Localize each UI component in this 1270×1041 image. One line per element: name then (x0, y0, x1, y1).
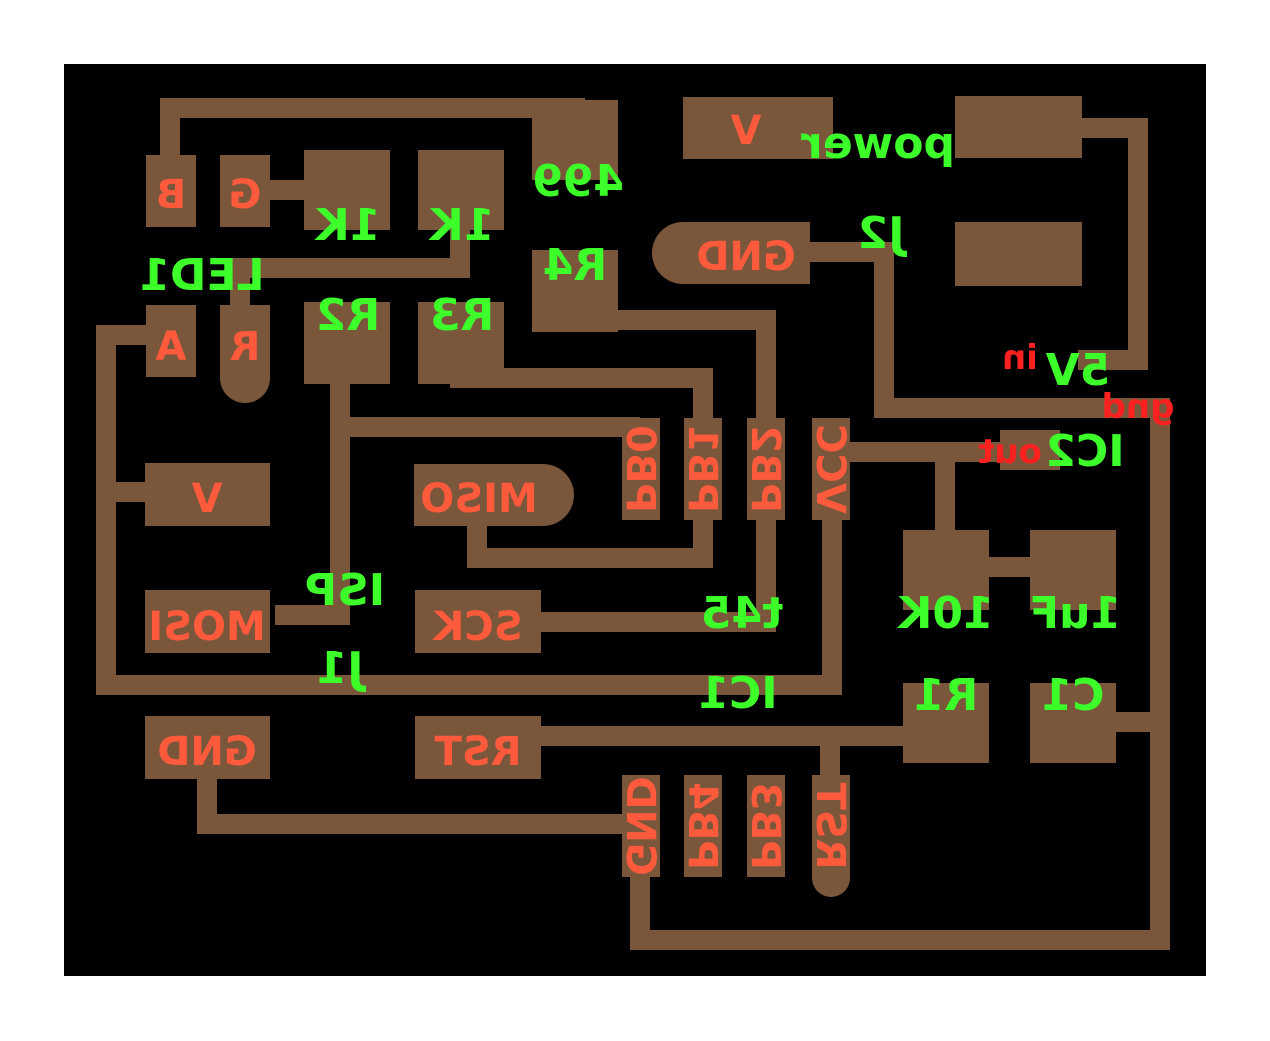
part-label-j2-name: J2 (858, 208, 908, 259)
trace-power-v-to-ic2 (1075, 118, 1148, 370)
pad-r2-top (304, 150, 390, 230)
part-label-r1-name: R1 (914, 670, 979, 721)
part-label-r3-value: 1K (428, 200, 495, 251)
pad-r3-bottom (418, 302, 504, 384)
traces (96, 98, 1170, 950)
trace-led-a-to-vcc (96, 325, 842, 695)
trace-pb2-to-sck (530, 515, 776, 632)
part-label-r4-name: R4 (543, 240, 608, 291)
pad-isp-miso (414, 464, 574, 526)
pad-led-r (220, 305, 270, 403)
trace-isp-gnd (197, 770, 630, 834)
pin-label-power-v: V (730, 108, 761, 154)
pin-label-isp-v: V (191, 476, 222, 522)
part-label-r2-value: 1K (314, 200, 381, 251)
pad-ic2-out (1000, 430, 1060, 470)
trace-r4-to-pb2 (575, 310, 776, 430)
pad-led-a (146, 305, 196, 377)
pin-labels: B G A R V MISO MOSI SCK GND RST V GND (148, 108, 796, 775)
pad-c1-bottom (1030, 683, 1116, 763)
part-label-ic1-value: t45 (701, 588, 783, 639)
part-label-r4-value: 499 (532, 156, 624, 207)
pin-label-led-g: G (229, 172, 262, 218)
pin-label-led-a: A (155, 324, 186, 370)
pin-label-isp-mosi: MOSI (148, 604, 266, 650)
part-label-led1: LED1 (139, 250, 264, 301)
pads (145, 96, 1116, 897)
trace-r2-to-pb0 (275, 380, 350, 625)
pin-label-ic2-in: in (1002, 338, 1038, 378)
pad-isp-v (145, 463, 270, 526)
pad-ic1-vcc (812, 418, 850, 520)
pad-r1-bottom (903, 683, 989, 763)
pin-label-ic2-gnd: gnd (1102, 387, 1175, 427)
pin-label-isp-miso: MISO (420, 476, 538, 522)
pin-label-power-gnd: GND (696, 234, 796, 280)
pad-led-g (220, 155, 270, 227)
pin-label-ic1-pb0: PB0 (617, 425, 663, 513)
part-label-r2-name: R2 (316, 290, 381, 341)
pin-label-ic2-out: out (978, 432, 1042, 472)
pad-c1-top (1030, 530, 1116, 610)
pad-led-b (146, 155, 196, 227)
pin-label-isp-gnd: GND (157, 729, 257, 775)
pad-isp-sck (415, 590, 541, 653)
pad-power-v (683, 97, 833, 159)
pin-label-led-b: B (156, 172, 187, 218)
pad-isp-gnd (145, 716, 270, 779)
pad-ic1-pb3 (747, 775, 785, 877)
pad-ic1-gnd (622, 775, 660, 877)
pad-isp-rst (415, 716, 541, 779)
part-label-isp-name: ISP (305, 565, 385, 616)
part-label-r1-value: 10K (896, 588, 993, 639)
pin-label-led-r: R (230, 324, 261, 370)
pin-label-isp-sck: SCK (431, 604, 522, 650)
pad-ic1-pb0 (622, 418, 660, 520)
trace-gnd-to-ic2 (630, 242, 1170, 950)
pin-label-ic1-pb4: PB4 (679, 782, 725, 870)
trace-led-r-to-r3 (230, 200, 470, 335)
pad-ic1-pb4 (684, 775, 722, 877)
pin-label-ic1-rst: RST (807, 782, 853, 870)
pad-r4-bottom (532, 250, 618, 332)
part-label-j2-value: power (801, 118, 955, 169)
part-labels: LED1 1K R2 1K R3 499 R4 power J2 5V IC2 … (139, 118, 1124, 721)
trace-miso-to-pb1 (467, 515, 713, 568)
pad-ic1-pb1 (684, 418, 722, 520)
pin-label-isp-rst: RST (434, 729, 522, 775)
ic2-pin-labels: in out gnd (978, 338, 1174, 472)
ic1-pin-labels: PB0 PB1 PB2 VCC GND PB4 PB3 RST (617, 424, 853, 876)
pin-label-ic1-gnd: GND (617, 776, 663, 876)
pad-ic2-gnd (955, 222, 1082, 286)
pad-r2-bottom (304, 302, 390, 384)
part-label-ic1-name: IC1 (698, 668, 777, 719)
pad-ic1-rst (812, 775, 850, 897)
pin-label-ic1-pb3: PB3 (742, 782, 788, 870)
pin-label-ic1-vcc: VCC (807, 424, 853, 514)
pad-ic1-pb2 (747, 418, 785, 520)
pad-power-gnd (652, 222, 810, 284)
part-label-j1-name: J1 (317, 643, 367, 694)
pad-r4-top (532, 100, 618, 180)
part-label-c1-name: C1 (1042, 670, 1105, 721)
part-label-c1-value: 1uF (1029, 588, 1121, 639)
pad-r3-top (418, 150, 504, 230)
pad-r1-top (903, 530, 989, 610)
pin-label-ic1-pb2: PB2 (742, 425, 788, 513)
pin-label-ic1-pb1: PB1 (679, 425, 725, 513)
pad-isp-mosi (145, 590, 270, 653)
pad-ic2-in (955, 96, 1082, 158)
part-label-ic2-name: IC2 (1045, 426, 1124, 477)
part-label-r3-name: R3 (430, 290, 495, 341)
part-label-ic2-value: 5V (1046, 345, 1111, 396)
